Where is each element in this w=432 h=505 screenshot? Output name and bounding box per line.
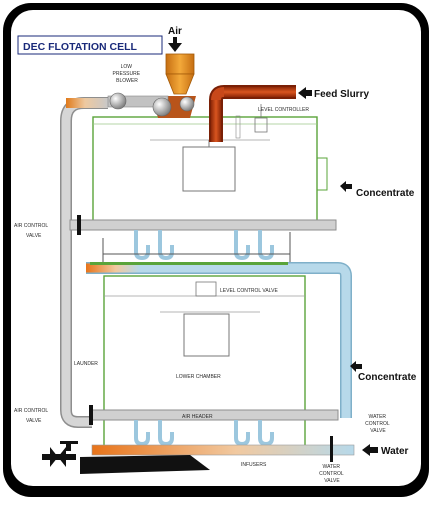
- base-ramp: [80, 455, 210, 474]
- water-control-valve-bottom-label: WATER CONTROL VALVE: [319, 464, 345, 484]
- level-controller-label: LEVEL CONTROLLER: [258, 107, 309, 113]
- feed-slurry-label: Feed Slurry: [314, 89, 369, 100]
- air-control-valve-upper-label: AIR CONTROL VALVE: [14, 223, 49, 239]
- air-header-pipe: [89, 405, 339, 425]
- water-arrow-icon: [362, 444, 378, 456]
- concentrate-upper-label: Concentrate: [356, 188, 415, 199]
- concentrate-lower-label: Concentrate: [358, 372, 417, 383]
- infusers-label: INFUSERS: [241, 462, 267, 468]
- title-box: DEC FLOTATION CELL: [17, 35, 163, 55]
- launder-label: LAUNDER: [74, 361, 98, 367]
- upper-chamber: [92, 116, 328, 227]
- level-controller: [235, 104, 268, 139]
- feed-slurry-pipe: [209, 85, 296, 142]
- water-control-valve-right-label: WATER CONTROL VALVE: [365, 414, 391, 434]
- air-label: Air: [168, 26, 182, 37]
- air-header-label: AIR HEADER: [182, 414, 213, 420]
- air-inlet-arrow-icon: [168, 37, 182, 52]
- concentrate-lower-arrow-icon: [350, 361, 362, 372]
- lower-infusers: [134, 420, 274, 447]
- blower: [107, 53, 196, 118]
- air-supply-pipe: [60, 97, 108, 428]
- water-inlet-pipe: [91, 436, 355, 462]
- concentrate-upper-arrow-icon: [340, 181, 352, 192]
- feed-arrow-icon: [298, 87, 312, 99]
- water-label: Water: [381, 446, 409, 457]
- lower-chamber-label: LOWER CHAMBER: [176, 374, 221, 380]
- upper-water-pipe: [86, 262, 352, 418]
- level-control-valve-label: LEVEL CONTROL VALVE: [220, 288, 278, 294]
- air-control-valve-lower-label: AIR CONTROL VALVE: [14, 408, 49, 424]
- drain-valve: [42, 441, 78, 467]
- blower-label: LOW PRESSURE BLOWER: [113, 64, 142, 84]
- diagram-title: DEC FLOTATION CELL: [23, 41, 138, 53]
- upper-air-pipe: [69, 215, 337, 235]
